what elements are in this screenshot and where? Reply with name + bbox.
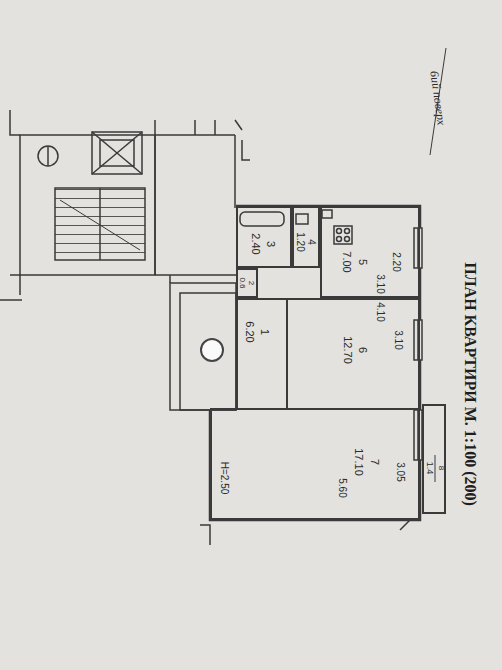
bathtub [240, 212, 284, 226]
room-number: 8 [437, 466, 445, 471]
room-area: 1.4 [425, 462, 434, 475]
plan-title: ПЛАН КВАРТИРИ М. 1:100 (200) [462, 262, 478, 506]
toilet [296, 214, 308, 224]
dimension-label: 3.10 [375, 274, 385, 293]
stair-core [20, 135, 155, 275]
floor-note: 6ий поверх [428, 70, 447, 126]
room-outline: 32.40 [236, 206, 292, 268]
lobby [170, 283, 236, 410]
dimension-label: 5.60 [337, 478, 347, 497]
room-outline: 81.4 [422, 404, 446, 514]
dimension-label: 3.10 [393, 330, 403, 349]
room-number: 6 [357, 347, 368, 353]
chute-symbol [38, 146, 58, 166]
stair-flights [55, 188, 145, 260]
room-area: 1.20 [295, 232, 305, 251]
room-outline: 717.10 [210, 408, 420, 520]
window [414, 320, 422, 360]
elevator-shaft [92, 132, 142, 174]
room-outline: 57.00 [320, 206, 420, 298]
room-area: 6.20 [244, 321, 255, 342]
room-number: 5 [357, 259, 368, 265]
window [414, 228, 422, 268]
room-outline: 16.20 [236, 298, 288, 410]
room-number: 4 [306, 239, 316, 245]
room-outline: 20.6 [236, 268, 258, 298]
stove [334, 226, 352, 244]
room-number: 1 [259, 329, 270, 335]
room-number: 3 [265, 241, 276, 247]
room-number: 2 [247, 281, 255, 285]
room-area: 2.40 [250, 233, 261, 254]
dimension-label: H=2.50 [219, 462, 229, 495]
room-area: 17.10 [353, 448, 364, 476]
punch-hole [201, 339, 223, 361]
room-area: 7.00 [341, 251, 352, 272]
dimension-label: 2.20 [391, 252, 401, 271]
dimension-label: 4.10 [375, 302, 385, 321]
dimension-label: 3.05 [395, 462, 405, 481]
room-number: 7 [369, 459, 380, 465]
room-outline: 41.20 [292, 206, 320, 268]
room-area: 0.6 [238, 277, 246, 288]
room-area: 12.70 [342, 336, 353, 364]
window [414, 410, 422, 460]
room-outline: 612.70 [286, 298, 420, 410]
